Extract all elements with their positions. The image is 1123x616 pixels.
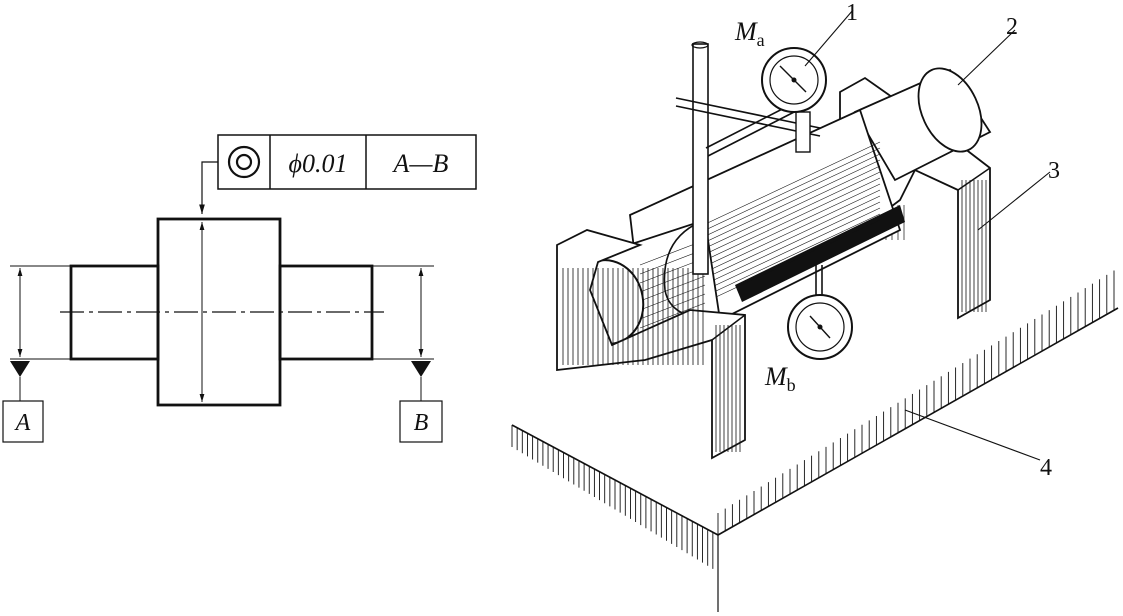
- datum-box-b: B: [399, 400, 443, 443]
- workpiece-cylinder: [569, 67, 992, 347]
- tolerance-frame: ϕ0.01 A—B: [217, 134, 477, 190]
- plate-hatching-right: [717, 270, 1115, 535]
- datum-label-a: A: [14, 410, 31, 436]
- v-block-front-hatching: [562, 268, 741, 452]
- part-drawing: ϕ0.01 A—B: [2, 134, 477, 443]
- dial-gauge-top: [761, 47, 827, 113]
- datum-triangle-b: [411, 361, 431, 401]
- gauge-label-top: Ma: [734, 17, 765, 50]
- datum-box-a: A: [2, 400, 44, 443]
- datum-triangle-a: [10, 361, 30, 401]
- tolerance-value: ϕ0.01: [289, 149, 348, 178]
- leader-line: [199, 161, 218, 214]
- dial-gauge-bottom: [787, 294, 853, 360]
- indicator-stand: [675, 41, 823, 300]
- callout-4: 4: [1040, 455, 1052, 481]
- callout-3: 3: [1048, 158, 1060, 184]
- datum-reference: A—B: [392, 149, 449, 178]
- plate-hatching-left: [511, 425, 714, 569]
- v-block-front: [556, 229, 746, 460]
- surface-plate: [511, 270, 1119, 612]
- datum-label-b: B: [414, 410, 429, 436]
- callout-1: 1: [846, 0, 858, 26]
- measurement-setup: Ma Mb 1 2 3 4: [511, 0, 1119, 612]
- gauge-label-bottom: Mb: [764, 362, 796, 395]
- callout-2: 2: [1006, 14, 1018, 40]
- concentricity-symbol-icon: [227, 145, 261, 179]
